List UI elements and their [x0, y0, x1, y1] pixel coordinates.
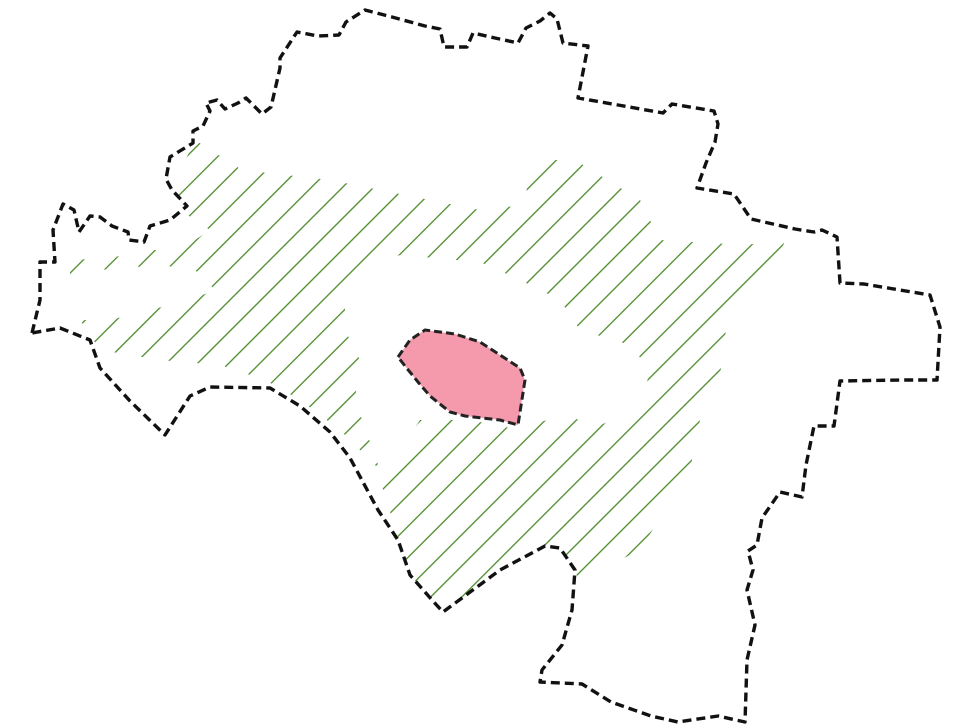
green-belt-zone [70, 140, 785, 612]
central-core-area [396, 328, 527, 427]
municipal-boundary [30, 8, 942, 724]
